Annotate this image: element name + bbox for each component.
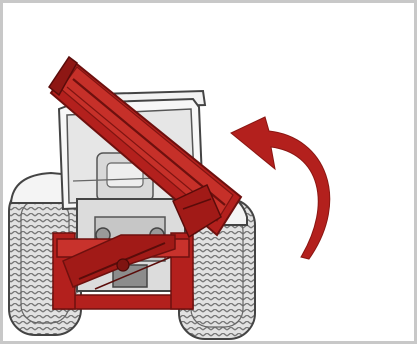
tractor-illustration bbox=[3, 3, 414, 341]
implement-base bbox=[53, 233, 193, 309]
